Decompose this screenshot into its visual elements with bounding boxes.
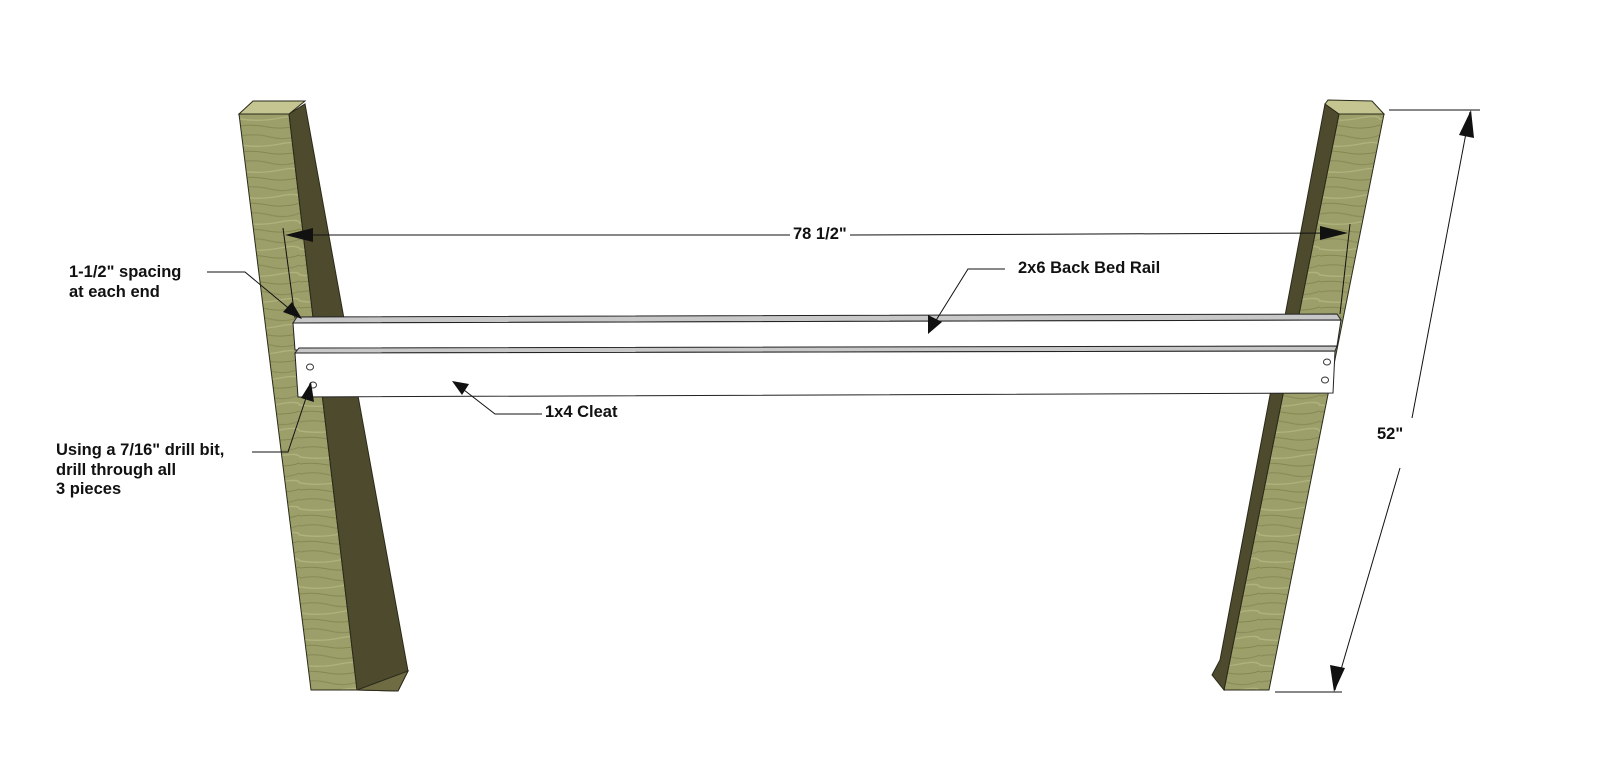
drill-hole-right-bottom xyxy=(1321,376,1329,384)
dim-line-right xyxy=(849,232,1346,236)
dim-extension-left xyxy=(282,227,296,319)
spacing-annotation-line2: at each end xyxy=(69,282,160,301)
back-rail-face xyxy=(292,319,1342,351)
leader-lines xyxy=(207,268,1005,453)
left-post-top xyxy=(237,100,307,115)
dim-arrowhead-top xyxy=(1459,110,1474,138)
cleat xyxy=(293,345,1338,398)
rail-length-label: 78 1/2" xyxy=(791,225,849,245)
left-post-bottom-edge xyxy=(356,670,410,692)
drill-leader-arrow xyxy=(301,382,314,402)
drill-hole-left-top xyxy=(306,363,314,371)
right-post xyxy=(1211,99,1386,692)
left-post xyxy=(237,100,410,692)
spacing-annotation-line1: 1-1/2" spacing xyxy=(69,263,182,281)
post-height-label: 52" xyxy=(1375,425,1406,445)
drill-annotation-line1: Using a 7/16" drill bit, xyxy=(56,441,225,459)
cleat-label: 1x4 Cleat xyxy=(545,403,618,421)
dim-extension-right xyxy=(1339,223,1351,315)
drill-leader-line xyxy=(252,385,311,453)
drill-annotation-line3: 3 pieces xyxy=(56,480,122,498)
drill-hole-right-top xyxy=(1323,358,1331,366)
post-height-dimension xyxy=(1275,109,1480,693)
spacing-leader-line xyxy=(207,271,299,317)
back-bed-rail xyxy=(292,313,1342,351)
back-rail-leader-arrow xyxy=(928,315,942,334)
back-rail-leader-line xyxy=(929,268,1005,331)
right-post-top xyxy=(1324,99,1386,115)
dim-arrowhead-left xyxy=(285,228,313,242)
dim-line-lower xyxy=(1334,467,1401,691)
spacing-annotation: 1-1/2" spacing at each end xyxy=(69,263,181,302)
spacing-leader-arrow xyxy=(283,302,302,319)
cleat-leader-arrow xyxy=(452,381,469,395)
drill-annotation-line2: drill through all xyxy=(56,460,177,479)
dim-arrowhead-bottom xyxy=(1330,665,1345,692)
back-rail-label: 2x6 Back Bed Rail xyxy=(1018,259,1161,277)
dim-line-upper xyxy=(1411,111,1471,419)
drill-annotation: Using a 7/16" drill bit, drill through a… xyxy=(56,441,224,500)
cleat-leader-line xyxy=(454,382,542,415)
rail-length-dimension xyxy=(282,223,1351,319)
dim-arrowhead-right xyxy=(1320,226,1348,240)
cleat-face xyxy=(294,350,1336,398)
